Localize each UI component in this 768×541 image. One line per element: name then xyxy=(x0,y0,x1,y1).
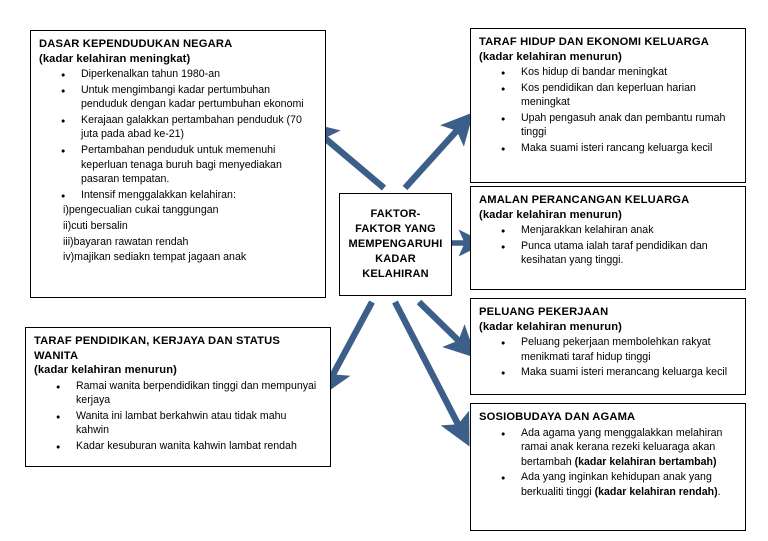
list-item: Ramai wanita berpendidikan tinggi dan me… xyxy=(56,379,322,408)
list-item-text: Ada yang inginkan kehidupan anak yang be… xyxy=(521,471,712,498)
node-taraf-hidup-ekonomi-keluarga[interactable]: TARAF HIDUP DAN EKONOMI KELUARGA (kadar … xyxy=(470,28,746,183)
list-item: Untuk mengimbangi kadar pertumbuhan pend… xyxy=(61,83,317,112)
node-title: DASAR KEPENDUDUKAN NEGARA xyxy=(39,38,233,50)
list-item-emphasis: (kadar kelahiran bertambah) xyxy=(574,455,717,468)
node-subtitle: (kadar kelahiran menurun) xyxy=(479,50,623,63)
node-item-list: Menjarakkan kelahiran anak Punca utama i… xyxy=(479,223,737,268)
list-item: Kerajaan galakkan pertambahan penduduk (… xyxy=(61,113,317,142)
list-item: Kos hidup di bandar meningkat xyxy=(501,65,737,80)
list-item: Maka suami isteri rancang keluarga kecil xyxy=(501,141,737,156)
node-title: PELUANG PEKERJAAN xyxy=(479,306,609,318)
arrow-center-to-taraf-pendidikan xyxy=(321,300,375,397)
node-peluang-pekerjaan[interactable]: PELUANG PEKERJAAN (kadar kelahiran menur… xyxy=(470,298,746,395)
node-item-list: Kos hidup di bandar meningkat Kos pendid… xyxy=(479,65,737,156)
list-item: Peluang pekerjaan membolehkan rakyat men… xyxy=(501,335,737,364)
node-item-list: Ramai wanita berpendidikan tinggi dan me… xyxy=(34,379,322,454)
node-title: SOSIOBUDAYA DAN AGAMA xyxy=(479,411,636,423)
node-item-list: Ada agama yang menggalakkan melahiran ra… xyxy=(479,426,737,500)
sub-list-item: iv)majikan sediakn tempat jagaan anak xyxy=(63,251,247,264)
list-item: Maka suami isteri merancang keluarga kec… xyxy=(501,365,737,380)
node-sosiobudaya-dan-agama[interactable]: SOSIOBUDAYA DAN AGAMA Ada agama yang men… xyxy=(470,403,746,531)
list-item: Menjarakkan kelahiran anak xyxy=(501,223,737,238)
sub-list-item: ii)cuti bersalin xyxy=(63,219,128,232)
node-item-list: Diperkenalkan tahun 1980-an Untuk mengim… xyxy=(39,67,317,265)
node-subtitle: (kadar kelahiran menurun) xyxy=(479,320,623,333)
node-subtitle: (kadar kelahiran meningkat) xyxy=(39,52,191,65)
node-subtitle: (kadar kelahiran menurun) xyxy=(479,208,623,221)
list-item: Pertambahan penduduk untuk memenuhi kepe… xyxy=(61,143,317,187)
arrow-center-to-dasar xyxy=(305,122,387,191)
arrow-center-to-peluang xyxy=(416,299,477,358)
list-item: Intensif menggalakkan kelahiran: xyxy=(61,188,317,203)
list-item-emphasis: (kadar kelahiran rendah) xyxy=(594,485,718,498)
list-item-text: Ada agama yang menggalakkan melahiran ra… xyxy=(521,426,723,468)
list-item: Punca utama ialah taraf pendidikan dan k… xyxy=(501,239,737,268)
list-item: Upah pengasuh anak dan pembantu rumah ti… xyxy=(501,111,737,140)
node-title: TARAF PENDIDIKAN, KERJAYA DAN STATUS WAN… xyxy=(34,335,280,362)
node-title: TARAF HIDUP DAN EKONOMI KELUARGA xyxy=(479,36,709,48)
node-title: AMALAN PERANCANGAN KELUARGA xyxy=(479,194,690,206)
list-item-tail: . xyxy=(717,485,721,498)
node-item-list: Peluang pekerjaan membolehkan rakyat men… xyxy=(479,335,737,380)
list-item: Wanita ini lambat berkahwin atau tidak m… xyxy=(56,409,322,438)
arrow-center-to-taraf-hidup xyxy=(402,112,474,191)
list-item: Ada yang inginkan kehidupan anak yang be… xyxy=(501,470,737,499)
center-node-label: FAKTOR- FAKTOR YANG MEMPENGARUHI KADAR K… xyxy=(348,208,443,280)
node-taraf-pendidikan-kerjaya-status-wanita[interactable]: TARAF PENDIDIKAN, KERJAYA DAN STATUS WAN… xyxy=(25,327,331,467)
sub-list-item: iii)bayaran rawatan rendah xyxy=(63,235,189,248)
node-amalan-perancangan-keluarga[interactable]: AMALAN PERANCANGAN KELUARGA (kadar kelah… xyxy=(470,186,746,290)
node-center-faktor-faktor[interactable]: FAKTOR- FAKTOR YANG MEMPENGARUHI KADAR K… xyxy=(339,193,452,296)
arrow-center-to-sosio xyxy=(392,300,470,447)
list-item: Kos pendidikan dan keperluan harian meni… xyxy=(501,81,737,110)
list-item: Diperkenalkan tahun 1980-an xyxy=(61,67,317,82)
node-subtitle: (kadar kelahiran menurun) xyxy=(34,364,178,376)
list-item: Ada agama yang menggalakkan melahiran ra… xyxy=(501,426,737,470)
list-item: Kadar kesuburan wanita kahwin lambat ren… xyxy=(56,439,322,454)
sub-list-item: i)pengecualian cukai tanggungan xyxy=(63,204,219,217)
node-dasar-kependudukan-negara[interactable]: DASAR KEPENDUDUKAN NEGARA (kadar kelahir… xyxy=(30,30,326,298)
